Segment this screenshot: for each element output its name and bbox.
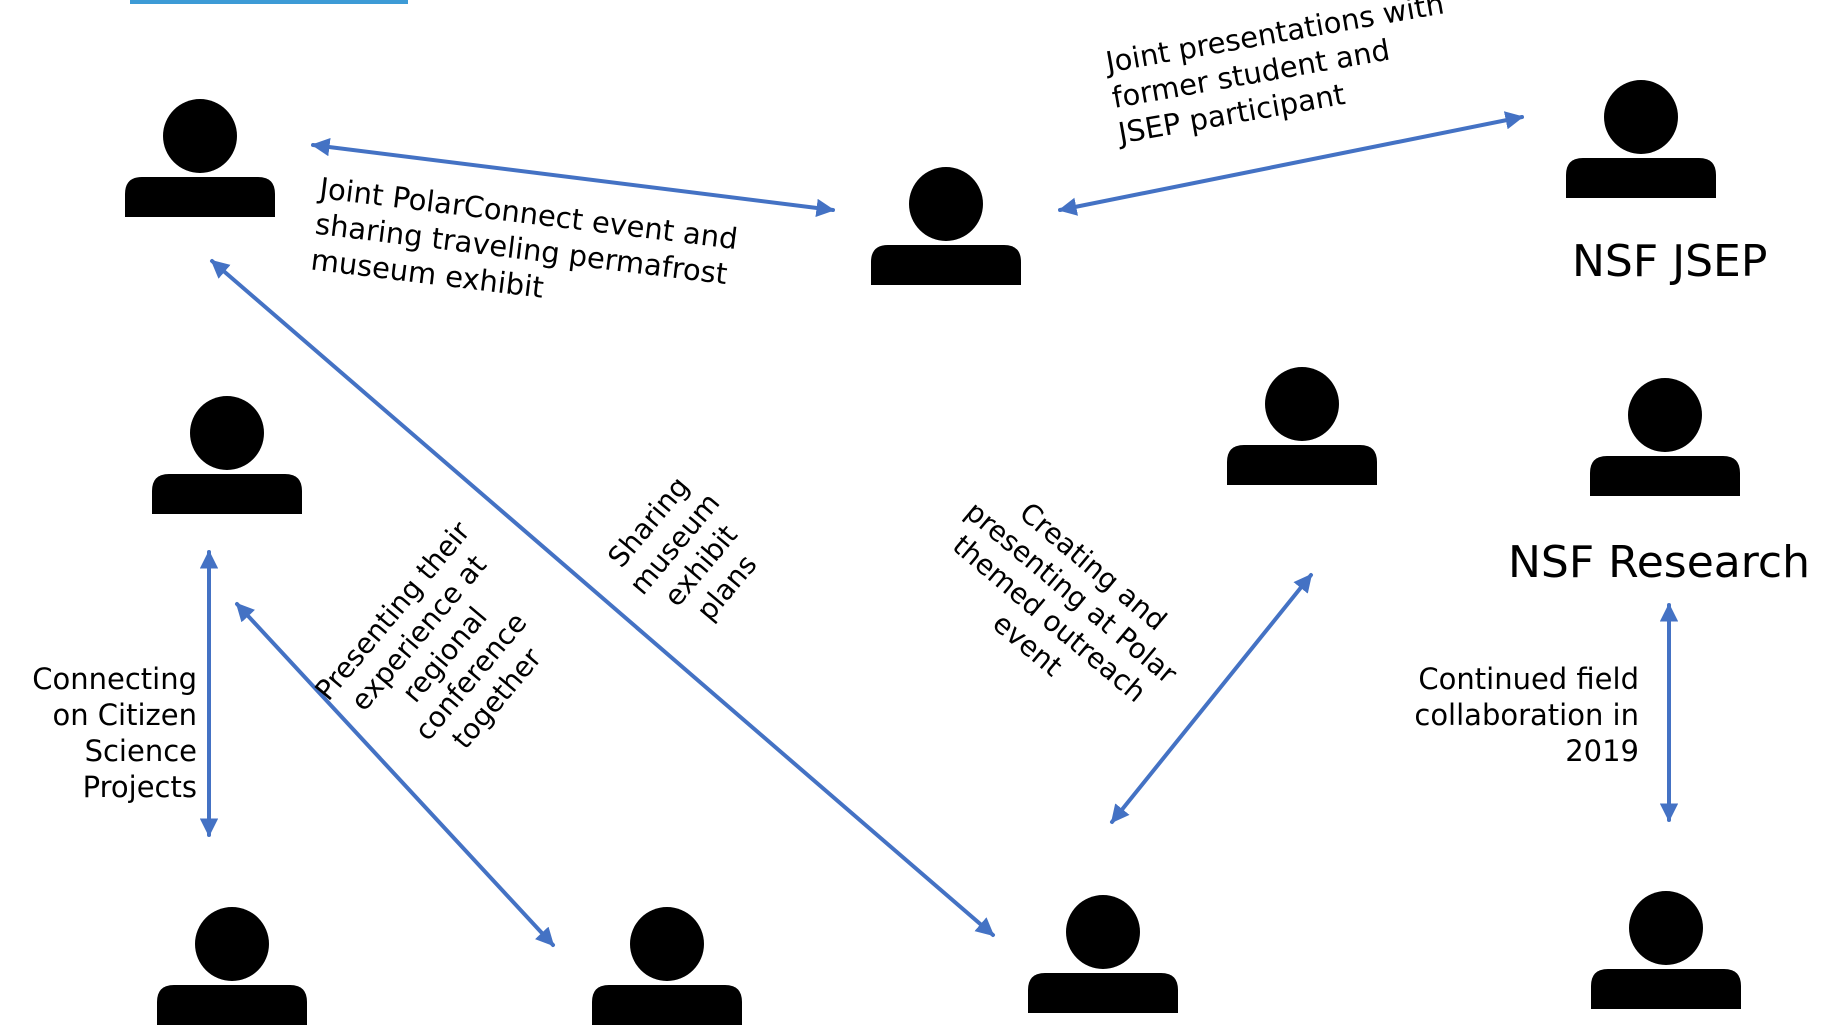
- citizen-science-label: Connecting on Citizen Science Projects: [32, 662, 197, 804]
- arrow-polarconnect: [311, 137, 835, 218]
- person-icon: [152, 396, 302, 514]
- person-icon: [1590, 378, 1740, 496]
- person-icon: [1566, 80, 1716, 198]
- person-icon: [871, 167, 1021, 285]
- person-icon: [125, 99, 275, 217]
- nsf-research-label: NSF Research: [1508, 537, 1810, 588]
- arrow-museum-plans: [210, 259, 995, 937]
- arrow-polar-outreach: [1110, 573, 1313, 824]
- person-icon: [1591, 891, 1741, 1009]
- logo-fragment: [130, 0, 408, 4]
- person-icon: [592, 907, 742, 1025]
- nsf-jsep-label: NSF JSEP: [1572, 236, 1768, 287]
- person-icon: [157, 907, 307, 1025]
- arrow-joint-presentations: [1058, 111, 1524, 216]
- person-icon: [1028, 895, 1178, 1013]
- person-icon: [1227, 367, 1377, 485]
- field-collaboration-label: Continued field collaboration in 2019: [1414, 662, 1639, 768]
